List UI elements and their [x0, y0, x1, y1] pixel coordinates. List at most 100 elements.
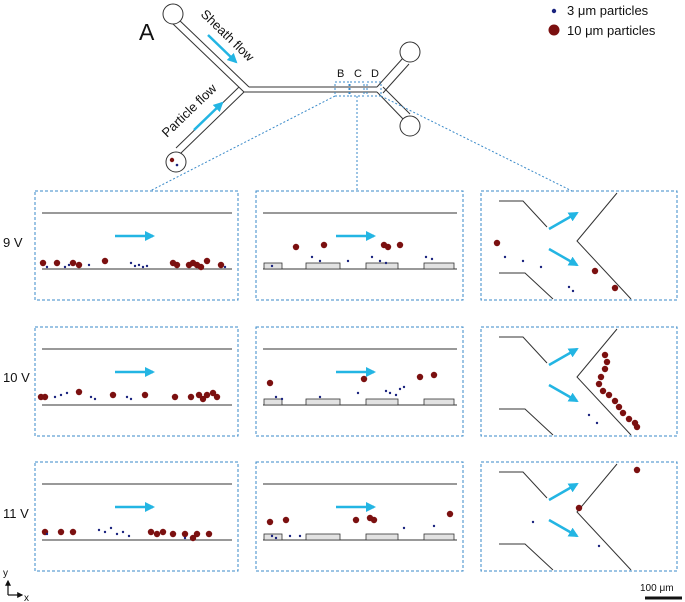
particle-3um: [539, 265, 543, 269]
particle-10um: [69, 528, 77, 536]
particle-10um: [266, 379, 274, 387]
electrode-2: [305, 398, 341, 406]
particle-3um: [402, 385, 406, 389]
particle-3um: [127, 534, 131, 538]
particle-10um: [396, 241, 404, 249]
particle-10um: [633, 466, 641, 474]
particle-10um: [195, 391, 203, 399]
particle-3um: [270, 264, 274, 268]
panel-frame: [480, 190, 678, 301]
particle-3um: [141, 265, 145, 269]
junction-upper-inlet: [499, 200, 548, 228]
particle-10um: [203, 257, 211, 265]
panel-10v-b: [34, 326, 239, 437]
particle-10um: [611, 397, 619, 405]
junction-outlet-wall: [576, 328, 632, 436]
particle-3um: [346, 259, 350, 263]
junction-lower-inlet: [499, 543, 554, 571]
particle-10um: [360, 375, 368, 383]
axes-indicator: y x: [3, 568, 29, 602]
particle-10um: [141, 391, 149, 399]
particle-3um: [595, 421, 599, 425]
particle-10um: [171, 393, 179, 401]
particle-3um: [402, 526, 406, 530]
panel-frame: [255, 461, 464, 572]
particle-3um: [137, 263, 141, 267]
junction-lower-inlet: [499, 272, 554, 300]
particle-10um: [199, 395, 207, 403]
particle-3um: [280, 397, 284, 401]
particle-3um: [597, 544, 601, 548]
particle-3um: [398, 387, 402, 391]
panel-frame: [34, 190, 239, 301]
flow-arrow-lower: [548, 518, 579, 538]
particle-10um: [109, 391, 117, 399]
particle-10um: [601, 365, 609, 373]
electrode-1: [263, 533, 283, 541]
particle-10um: [370, 516, 378, 524]
particle-10um: [159, 528, 167, 536]
panel-9v-b: [34, 190, 239, 301]
particle-10um: [189, 534, 197, 542]
particle-3um: [274, 395, 278, 399]
panel-frame: [34, 461, 239, 572]
panel-10v-d: [480, 326, 678, 437]
particle-3um: [521, 259, 525, 263]
particle-10um: [597, 373, 605, 381]
axis-y-label: y: [3, 568, 8, 579]
panel-frame: [480, 461, 678, 572]
panel-frame: [255, 326, 464, 437]
particle-10um: [75, 388, 83, 396]
electrode-1: [263, 398, 283, 406]
axis-x-label: x: [24, 593, 29, 602]
device-overview: [162, 3, 421, 173]
particle-3um: [65, 391, 69, 395]
particle-10um: [591, 267, 599, 275]
particle-3um: [93, 397, 97, 401]
electrode-4: [423, 262, 455, 270]
panel-11v-b: [34, 461, 239, 572]
section-label-c: C: [354, 68, 362, 80]
particle-3um: [45, 532, 49, 536]
flow-arrow-lower: [548, 383, 579, 403]
electrode-2: [305, 262, 341, 270]
junction-outlet-wall: [576, 192, 632, 300]
particle-10um: [217, 261, 225, 269]
particle-10um: [320, 241, 328, 249]
particle-10um: [41, 393, 49, 401]
panel-frame: [480, 326, 678, 437]
section-box-c: [349, 81, 365, 97]
particle-3um: [270, 534, 274, 538]
particle-10um: [209, 389, 217, 397]
particle-3um: [97, 528, 101, 532]
particle-3um: [121, 530, 125, 534]
section-boxes: [149, 81, 573, 192]
particle-10um: [384, 243, 392, 251]
electrode-3: [365, 533, 399, 541]
electrode-3: [365, 262, 399, 270]
particle-flow-label: Particle flow: [159, 80, 220, 140]
junction-lower-inlet: [499, 408, 554, 436]
particle-10um: [599, 387, 607, 395]
particle-3um: [133, 264, 137, 268]
particle-10um: [173, 261, 181, 269]
particle-3um: [310, 255, 314, 259]
junction-outlet-wall: [576, 463, 632, 571]
particle-3um: [129, 261, 133, 265]
section-box-b: [334, 81, 350, 97]
particle-3um: [318, 395, 322, 399]
micrograph-panels: [34, 190, 678, 572]
particle-flow-arrow: [193, 101, 224, 131]
particle-10um: [430, 371, 438, 379]
particle-10um: [603, 358, 611, 366]
junction-upper-inlet: [499, 336, 548, 364]
particle-3um: [384, 389, 388, 393]
voltage-label-10v: 10 V: [3, 370, 30, 385]
particle-3um: [370, 255, 374, 259]
particle-10um: [625, 415, 633, 423]
particle-10um: [181, 530, 189, 538]
particle-10um: [416, 373, 424, 381]
voltage-label-9v: 9 V: [3, 235, 23, 250]
particle-10um: [203, 391, 211, 399]
